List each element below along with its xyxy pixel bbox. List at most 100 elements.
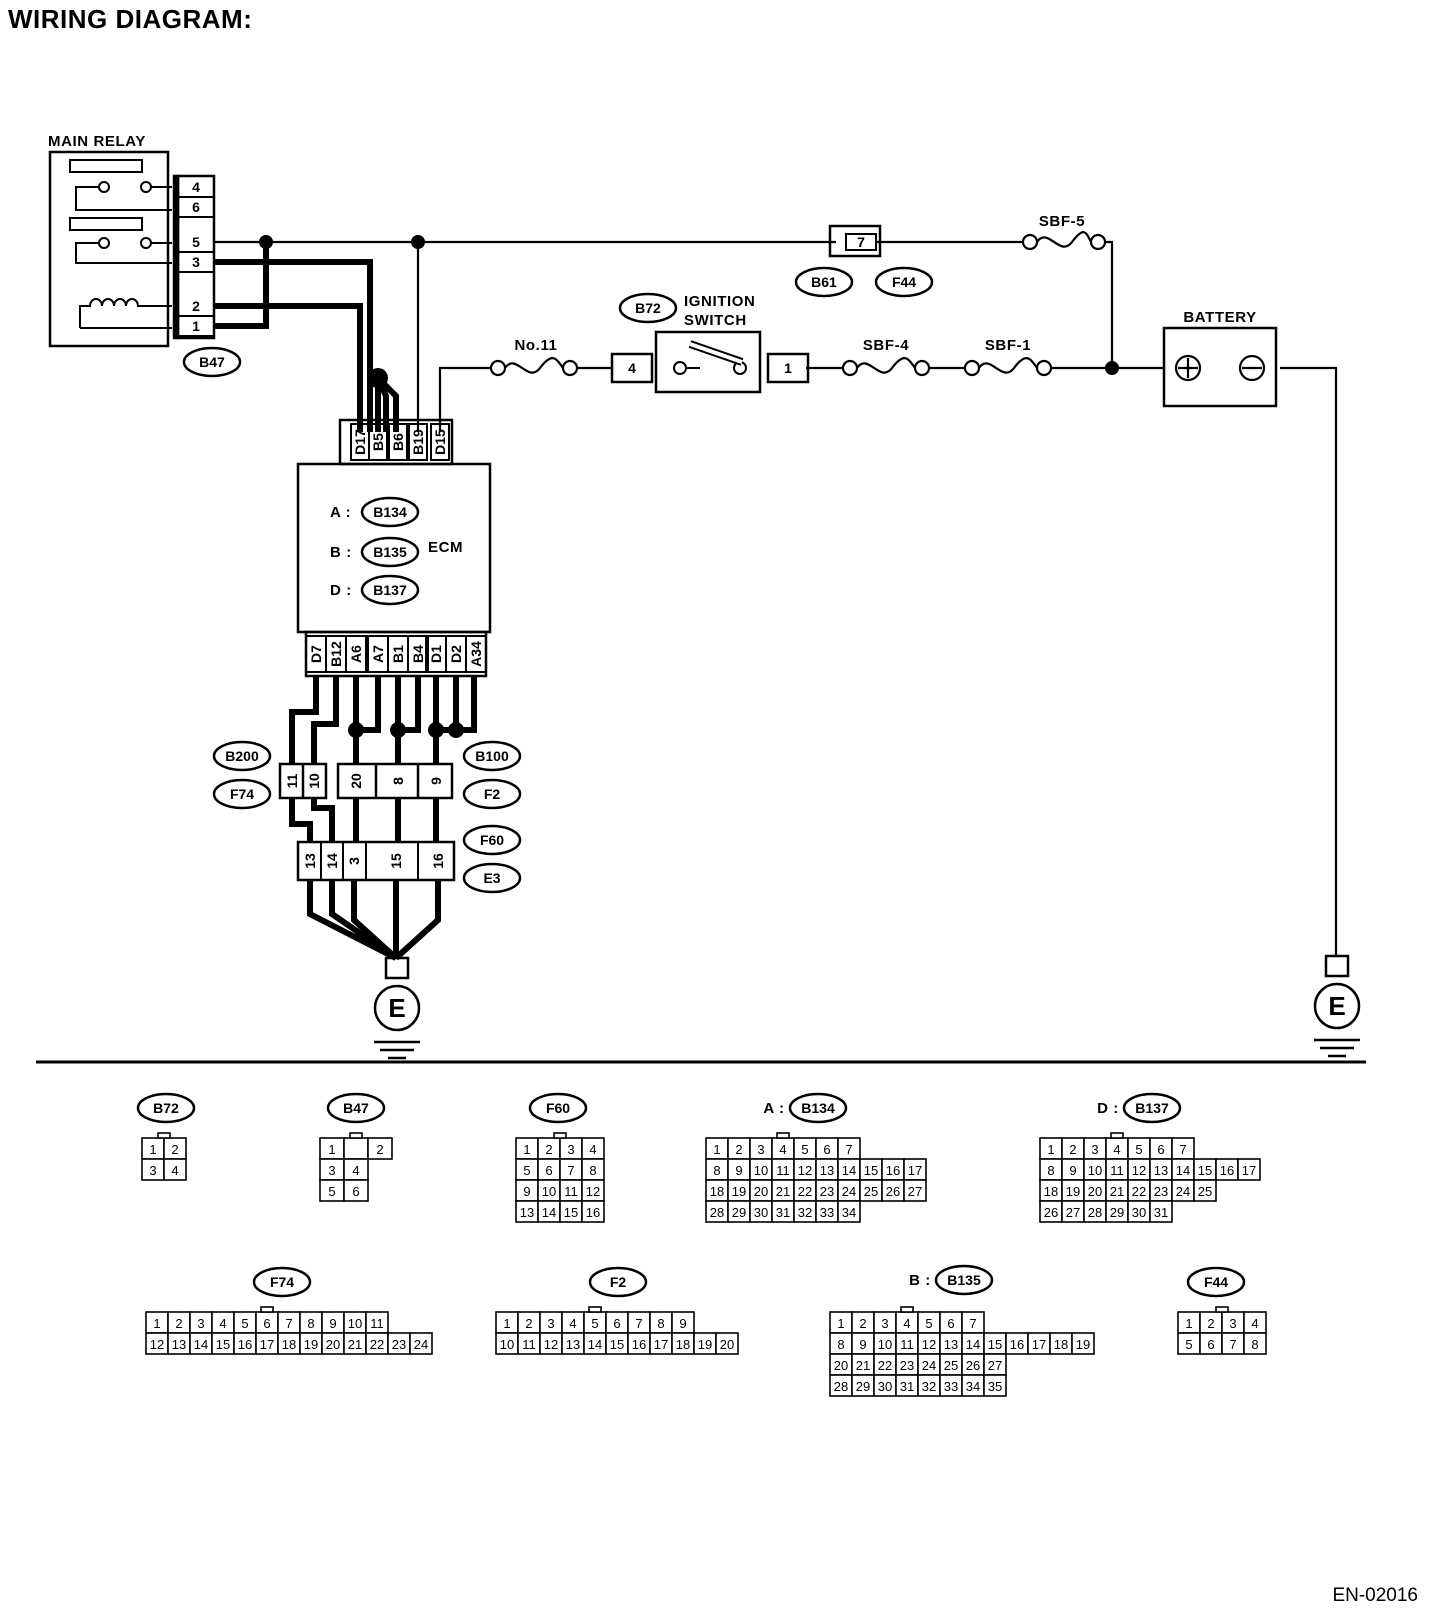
face-pin-B134-17: 17	[908, 1163, 922, 1178]
face-pin-F44-1: 1	[1185, 1316, 1192, 1331]
connector-id-b61	[794, 266, 854, 298]
face-prefix: B :	[909, 1272, 931, 1289]
face-pin-F74-10: 10	[348, 1316, 362, 1331]
face-pin-B135-21: 21	[856, 1358, 870, 1373]
face-id-F2: F2	[610, 1274, 627, 1290]
face-pin-B135-19: 19	[1076, 1337, 1090, 1352]
connector-id-b100-label: B100	[475, 748, 509, 764]
ground-left-label: E	[388, 993, 405, 1023]
face-pin-B134-8: 8	[713, 1163, 720, 1178]
face-pin-B137-24: 24	[1176, 1184, 1190, 1199]
face-pin-B137-2: 2	[1069, 1142, 1076, 1157]
face-key-tab	[349, 1132, 363, 1139]
face-pin-F74-12: 12	[150, 1337, 164, 1352]
face-pin-F44-5: 5	[1185, 1337, 1192, 1352]
face-pin-F74-16: 16	[238, 1337, 252, 1352]
face-pin-B135-22: 22	[878, 1358, 892, 1373]
ignition-switch	[610, 330, 810, 394]
harness-wires	[289, 676, 477, 961]
face-pin-B135-28: 28	[834, 1379, 848, 1394]
face-pin-B135-14: 14	[966, 1337, 980, 1352]
face-key-tab	[157, 1132, 171, 1139]
face-pin-B137-11: 11	[1110, 1163, 1124, 1178]
face-key-tab	[260, 1306, 274, 1313]
face-pin-F74-6: 6	[263, 1316, 270, 1331]
face-pin-B137-6: 6	[1157, 1142, 1164, 1157]
face-pin-B137-18: 18	[1044, 1184, 1058, 1199]
face-pin-B135-23: 23	[900, 1358, 914, 1373]
face-pin-B134-13: 13	[820, 1163, 834, 1178]
sbf4-label: SBF-4	[863, 337, 909, 354]
face-pin-B134-19: 19	[732, 1184, 746, 1199]
face-pin-F2-12: 12	[544, 1337, 558, 1352]
ecm-top-pin-cell	[368, 423, 388, 461]
face-pin-F74-7: 7	[285, 1316, 292, 1331]
face-pin-F74-1: 1	[153, 1316, 160, 1331]
face-pin-F2-4: 4	[569, 1316, 576, 1331]
face-id-F44: F44	[1204, 1274, 1228, 1290]
face-key-tab	[1215, 1306, 1229, 1313]
ignition-pin-out: 1	[784, 360, 792, 376]
face-pin-F2-18: 18	[676, 1337, 690, 1352]
face-pin-F74-17: 17	[260, 1337, 274, 1352]
face-pin-F60-7: 7	[567, 1163, 574, 1178]
face-pin-B137-8: 8	[1047, 1163, 1054, 1178]
face-pin-F44-6: 6	[1207, 1337, 1214, 1352]
connector-b200-body	[278, 762, 454, 800]
connector-id-e3-label: E3	[483, 870, 500, 886]
diagram-code: EN-02016	[1332, 1585, 1418, 1606]
sbf4-fuse-symbol	[841, 357, 931, 377]
face-pin-B72-3: 3	[149, 1163, 156, 1178]
face-pin-F60-8: 8	[589, 1163, 596, 1178]
sbf1-label: SBF-1	[985, 337, 1031, 354]
face-pin-F74-18: 18	[282, 1337, 296, 1352]
face-pin-B135-7: 7	[969, 1316, 976, 1331]
ignition-switch-label-1: IGNITION	[684, 293, 755, 310]
face-pin-F2-6: 6	[613, 1316, 620, 1331]
face-pin-B134-25: 25	[864, 1184, 878, 1199]
face-cell	[343, 1179, 369, 1202]
face-pin-B137-27: 27	[1066, 1205, 1080, 1220]
ecm-bottom-pin-D7: D7	[308, 645, 324, 663]
ecm-connector-id-oval	[360, 574, 420, 606]
face-pin-B47-5: 5	[328, 1184, 335, 1199]
face-cell	[581, 1200, 605, 1223]
face-pin-F60-6: 6	[545, 1163, 552, 1178]
face-pin-B135-5: 5	[925, 1316, 932, 1331]
fuse-no11-symbol	[489, 357, 579, 377]
face-pin-B134-26: 26	[886, 1184, 900, 1199]
face-pin-B135-3: 3	[881, 1316, 888, 1331]
face-pin-F60-12: 12	[586, 1184, 600, 1199]
face-pin-B135-13: 13	[944, 1337, 958, 1352]
face-pin-B135-35: 35	[988, 1379, 1002, 1394]
ecm-top-pin-cell	[408, 423, 428, 461]
ignition-pin-in: 4	[628, 360, 636, 376]
face-pin-B135-24: 24	[922, 1358, 936, 1373]
face-pin-F74-3: 3	[197, 1316, 204, 1331]
face-pin-B134-30: 30	[754, 1205, 768, 1220]
face-cell	[837, 1200, 861, 1223]
connector-id-b100	[462, 740, 522, 772]
connector-id-f2-label: F2	[484, 786, 501, 802]
face-pin-F60-9: 9	[523, 1184, 530, 1199]
fuse-connector-7	[828, 224, 882, 258]
relay-pin-5: 5	[192, 234, 200, 250]
b100-pin-9: 9	[428, 777, 444, 785]
face-id-F74: F74	[270, 1274, 294, 1290]
face-pin-B47-1: 1	[328, 1142, 335, 1157]
connector-id-b47	[182, 346, 242, 378]
face-pin-B135-12: 12	[922, 1337, 936, 1352]
face-pin-B135-27: 27	[988, 1358, 1002, 1373]
face-pin-F44-8: 8	[1251, 1337, 1258, 1352]
connector-id-e3	[462, 862, 522, 894]
face-pin-F60-11: 11	[564, 1184, 578, 1199]
face-key-tab	[588, 1306, 602, 1313]
ecm-label: ECM	[428, 539, 463, 556]
face-cell	[983, 1374, 1007, 1397]
b200-pin-10: 10	[306, 773, 322, 789]
harness-junction-dots	[348, 722, 464, 738]
face-pin-B135-20: 20	[834, 1358, 848, 1373]
ignition-switch-label-2: SWITCH	[684, 312, 747, 329]
face-pin-F74-22: 22	[370, 1337, 384, 1352]
f60-pin-13: 13	[302, 853, 318, 869]
